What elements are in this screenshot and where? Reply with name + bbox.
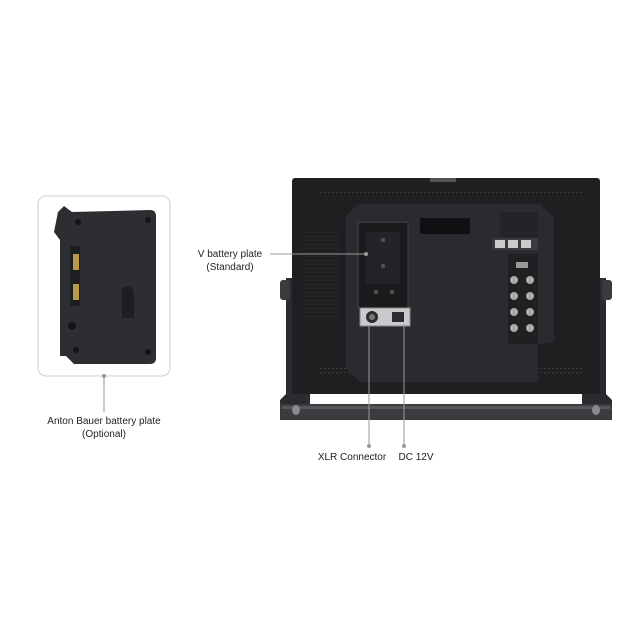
rj45-port: [508, 240, 518, 248]
callout-lines: [102, 252, 406, 448]
dc-switch: [392, 312, 404, 322]
rj45-port: [521, 240, 531, 248]
hdmi-port: [516, 262, 528, 268]
monitor-rear: [280, 178, 612, 420]
dc-label: DC 12V: [392, 451, 440, 464]
anton-bauer-plate-image: [54, 206, 156, 364]
rj45-port: [495, 240, 505, 248]
stand-left: [286, 278, 294, 402]
v-battery-label-line2: (Standard): [206, 262, 254, 273]
xlr-label: XLR Connector: [312, 451, 392, 464]
knob-right: [602, 280, 612, 300]
v-battery-plate-image: [357, 221, 409, 309]
anton-bauer-label-line2: (Optional): [82, 429, 126, 440]
anton-bauer-label-line1: Anton Bauer battery plate: [47, 416, 161, 427]
dc-label-text: DC 12V: [398, 452, 434, 463]
knob-left: [280, 280, 290, 300]
anton-bauer-label: Anton Bauer battery plate (Optional): [44, 415, 164, 441]
power-connector-bay: [359, 307, 411, 327]
connector-panel: [492, 212, 538, 344]
anton-bauer-inset: [37, 195, 171, 377]
v-battery-label-line1: V battery plate: [197, 249, 263, 260]
stand-right: [598, 278, 606, 402]
xlr-label-text: XLR Connector: [317, 452, 387, 463]
v-battery-label: V battery plate (Standard): [188, 248, 272, 274]
vent-slot: [420, 218, 470, 234]
